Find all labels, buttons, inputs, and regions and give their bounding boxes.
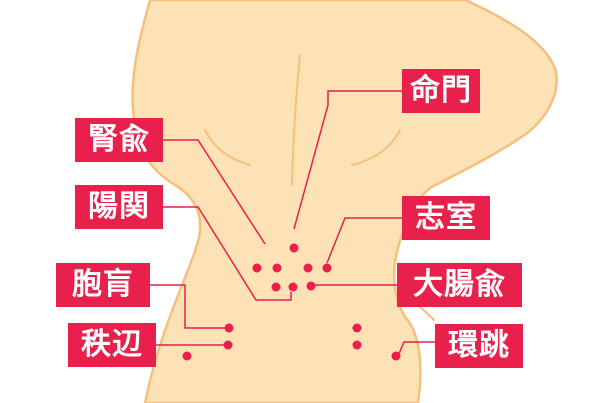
label-chippen: 秩辺 [68, 323, 156, 367]
label-shishitsu: 志室 [402, 196, 490, 240]
point-kancho-left [182, 351, 192, 361]
point-daichoyu [306, 281, 316, 291]
shoulder-blade-right [351, 129, 401, 166]
leader-hoko [150, 284, 226, 329]
point-shishitsu-left [303, 263, 313, 273]
leader-meimon [293, 90, 402, 230]
leader-yokan [163, 206, 292, 301]
leader-jinyu [163, 139, 266, 245]
point-chippen-left [223, 340, 233, 350]
point-jinyu-right [272, 263, 282, 273]
label-meimon: 命門 [402, 69, 480, 113]
leader-kancho [397, 341, 435, 357]
point-chippen-right [352, 340, 362, 350]
point-hoko-left [224, 323, 234, 333]
point-kancho-right [391, 351, 401, 361]
spine-line [291, 54, 301, 186]
shoulder-blade-left [204, 129, 251, 166]
point-meimon [289, 243, 299, 253]
point-hoko-right [352, 323, 362, 333]
label-kancho: 環跳 [435, 324, 523, 368]
point-yokan-left [271, 282, 281, 292]
point-shishitsu-right [322, 263, 332, 273]
point-jinyu-left [252, 263, 262, 273]
leader-shishitsu [326, 217, 402, 264]
label-yokan: 陽関 [75, 185, 163, 229]
label-daichoyu: 大腸兪 [397, 263, 522, 307]
label-jinyu: 腎兪 [75, 118, 163, 162]
point-yokan-right [288, 282, 298, 292]
label-hoko: 胞肓 [56, 263, 150, 307]
